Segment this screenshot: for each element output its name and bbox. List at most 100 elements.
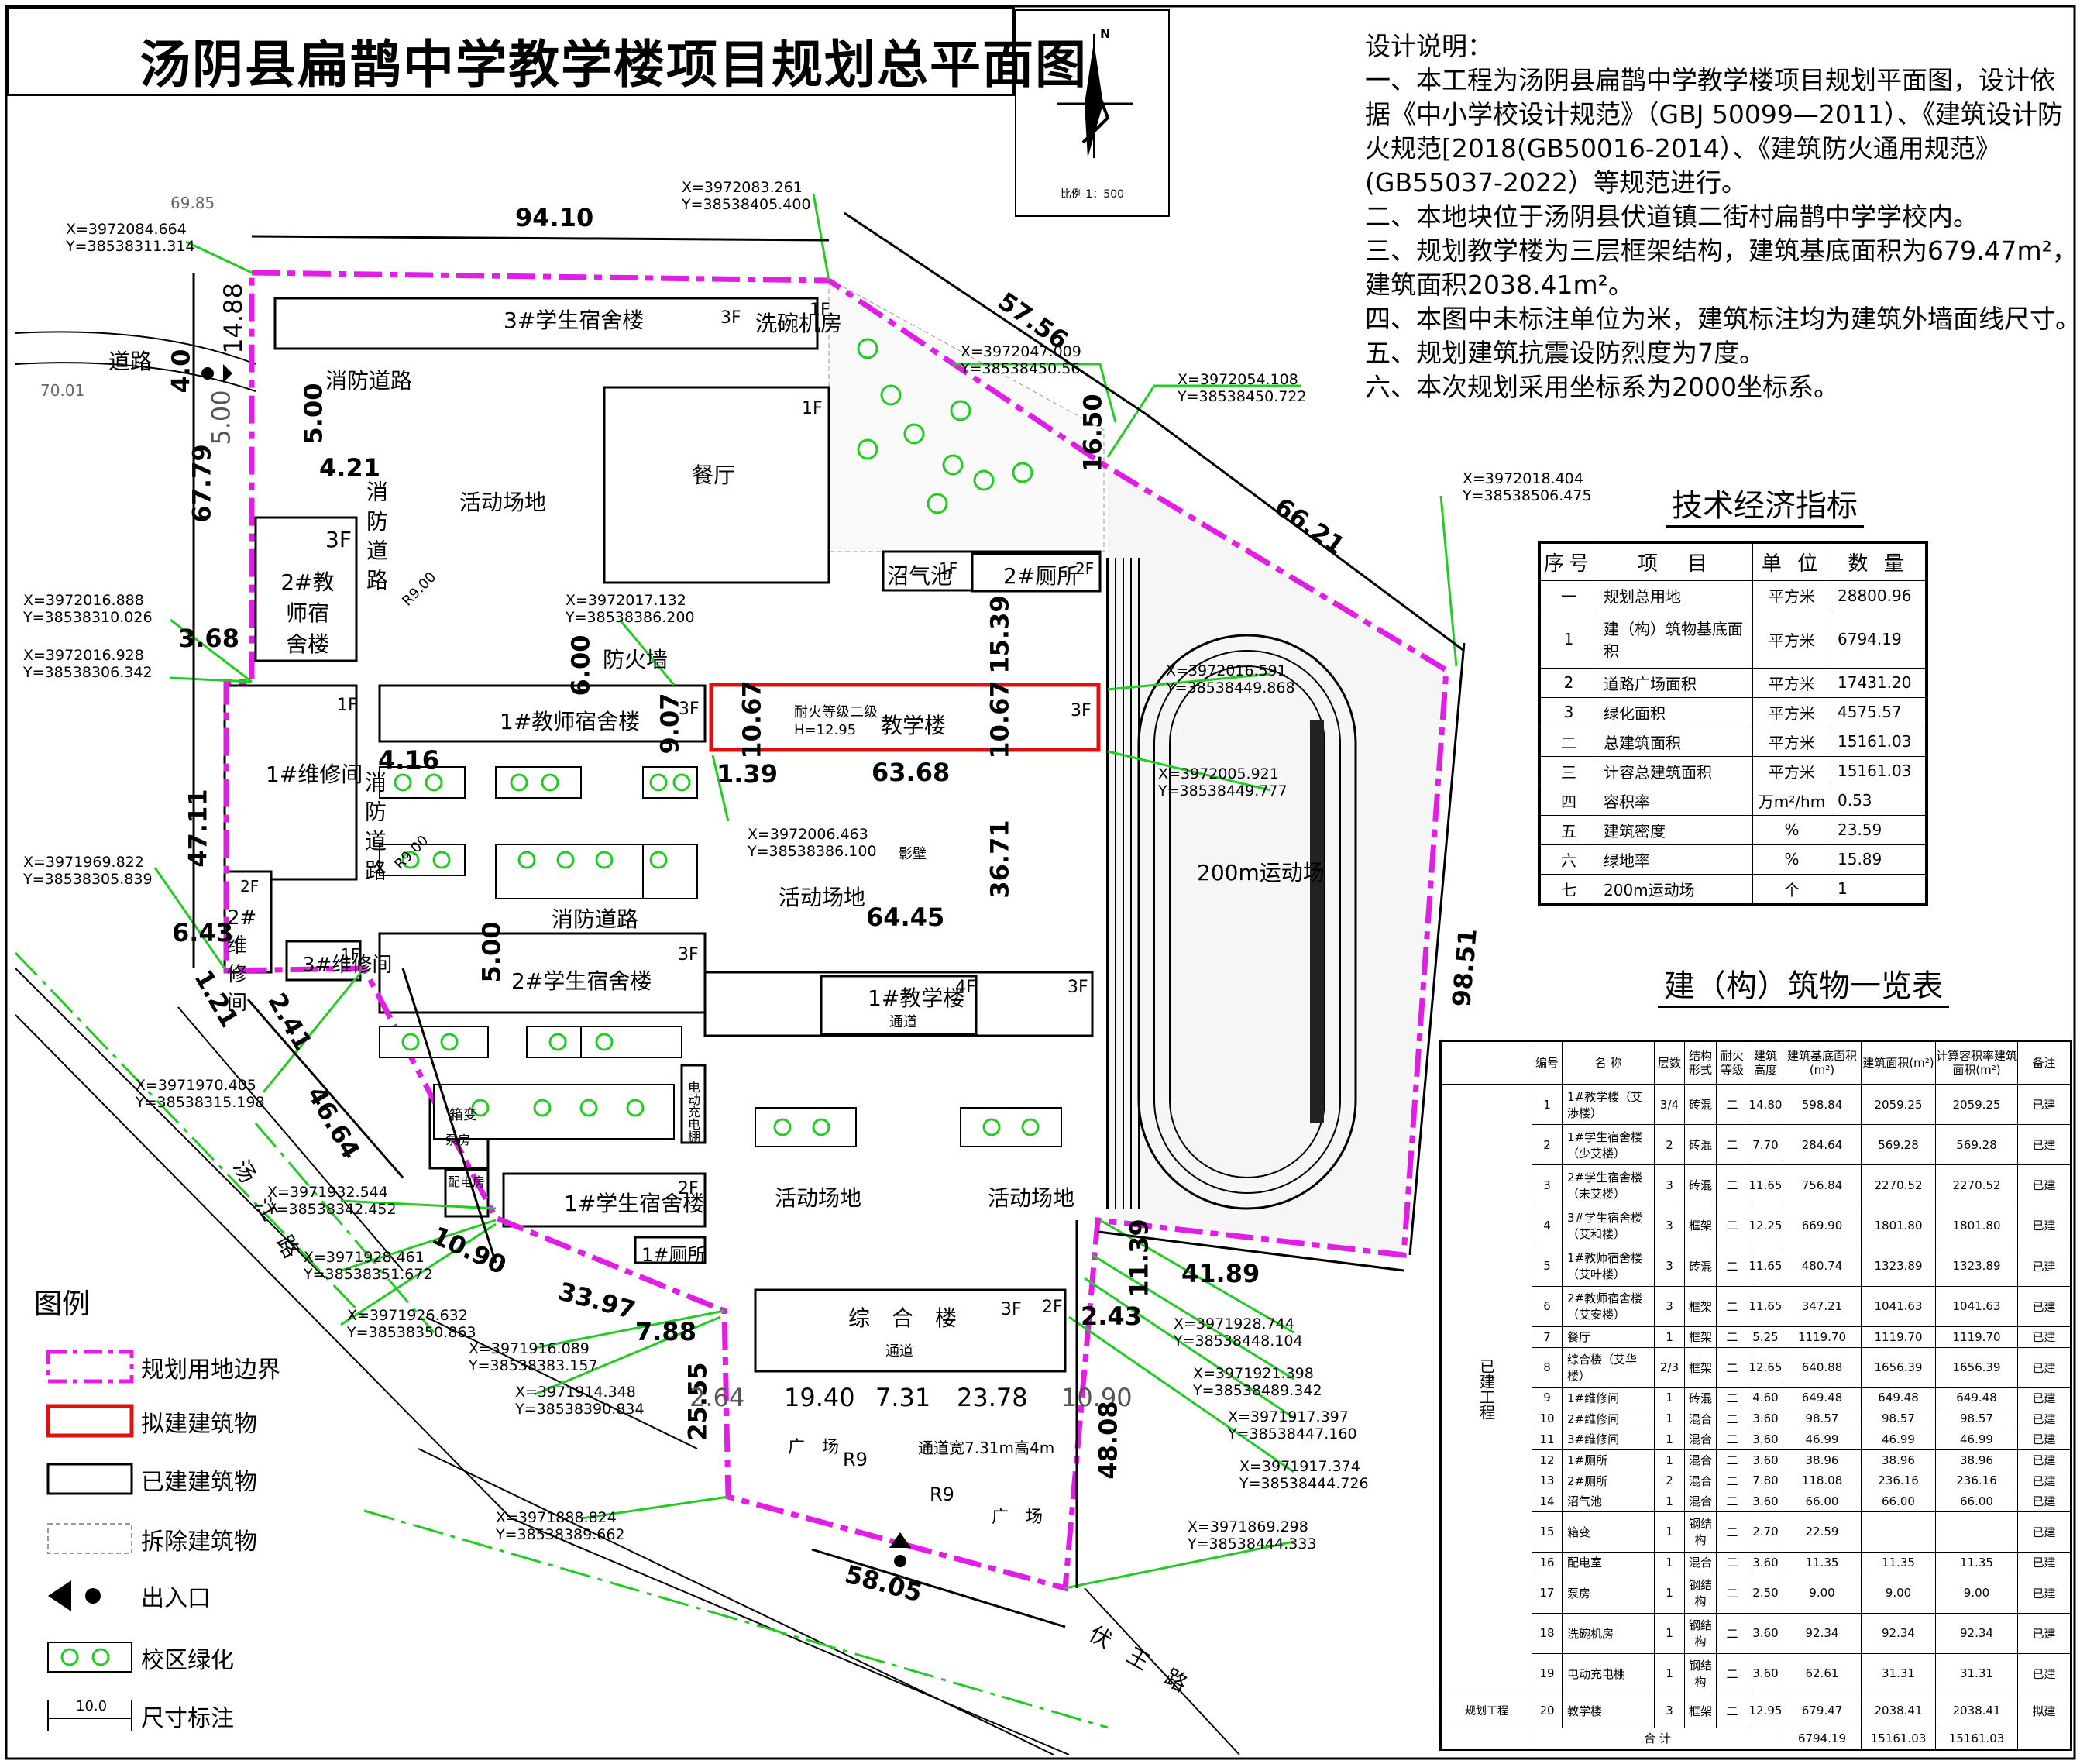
repair2-label: 2#维修间 bbox=[227, 906, 257, 1015]
activity-label-1: 活动场地 bbox=[459, 490, 547, 515]
scale-text: 比例 1：500 bbox=[1060, 188, 1125, 201]
note-line: 四、本图中未标注单位为米，建筑标注均为建筑外墙面线尺寸。 bbox=[1365, 304, 2080, 334]
legend-symbols bbox=[46, 1350, 134, 1731]
note-line: 火规范[2018(GB50016-2014）、《建筑防火通用规范》 bbox=[1365, 133, 2001, 163]
dimension-label: 11.39 bbox=[1124, 1219, 1154, 1298]
note-line: 三、规划教学楼为三层框架结构，建筑基底面积为679.47m²， bbox=[1365, 236, 2078, 266]
building-table: 编号 名 称 层数 结构形式 耐火等级 建筑高度 建筑基底面积(m²) 建筑面积… bbox=[1439, 1040, 2072, 1751]
tech-row: 五建筑密度%23.59 bbox=[1539, 814, 1927, 845]
dimension-label: 16.50 bbox=[1078, 394, 1108, 473]
dorm2-floors: 3F bbox=[678, 945, 699, 965]
dist-label: 配电房 bbox=[448, 1174, 486, 1189]
fire-road-vertical-2: 消防道路 bbox=[362, 771, 387, 889]
r9-label-1: R9 bbox=[843, 1449, 868, 1470]
elev-label-2: 70.01 bbox=[40, 381, 85, 400]
pump-label: 泵房 bbox=[445, 1133, 471, 1147]
fire-road-label-2: 消防道路 bbox=[552, 906, 639, 932]
green-area bbox=[828, 278, 1105, 552]
dimension-label: 4.0 bbox=[166, 349, 196, 394]
complex-floors-2: 2F bbox=[1042, 1298, 1063, 1317]
activity-label-2: 活动场地 bbox=[779, 885, 866, 910]
dining-floors: 1F bbox=[802, 399, 823, 418]
dimension-label: 19.40 bbox=[784, 1383, 855, 1412]
biogas-floors: 1F bbox=[939, 559, 958, 578]
repair2-floors: 2F bbox=[240, 877, 260, 896]
note-line: 建筑面积2038.41m²。 bbox=[1365, 270, 1634, 300]
dining-label: 餐厅 bbox=[692, 462, 736, 488]
box-label: 箱变 bbox=[449, 1107, 477, 1123]
yingbi-label: 影壁 bbox=[899, 846, 927, 862]
note-line: 据《中小学校设计规范》（GBJ 50099—2011）、《建筑设计防 bbox=[1365, 99, 2063, 129]
legend-item-demolish: 拆除建筑物 bbox=[141, 1528, 257, 1556]
elev-label-1: 69.85 bbox=[170, 194, 215, 212]
group-planned: 规划工程 bbox=[1440, 1693, 1532, 1728]
road-centerlines bbox=[14, 951, 1109, 1729]
north-letter: N bbox=[1100, 26, 1111, 41]
dorm2-label: 2#学生宿舍楼 bbox=[511, 968, 652, 994]
note-line: 一、本工程为汤阴县扁鹊中学教学楼项目规划平面图，设计依 bbox=[1365, 65, 2055, 95]
dimension-label: 2.43 bbox=[1081, 1302, 1142, 1331]
dorm3-floors: 3F bbox=[720, 308, 741, 328]
dimension-label: 64.45 bbox=[866, 903, 945, 932]
dishwash-floors: 1F bbox=[810, 301, 830, 320]
legend-dim-sample: 10.0 bbox=[76, 1698, 108, 1714]
dimension-label: 5.00 bbox=[476, 921, 507, 983]
road-lines bbox=[15, 331, 1240, 1755]
design-notes: 设计说明： 一、本工程为汤阴县扁鹊中学教学楼项目规划平面图，设计依 据《中小学校… bbox=[1365, 29, 2080, 404]
dimension-label: 2.64 bbox=[689, 1383, 745, 1412]
road-top-label: 道路 bbox=[108, 349, 153, 374]
new-building-height: H=12.95 bbox=[794, 722, 857, 738]
dimension-label: 6.00 bbox=[566, 634, 596, 696]
repair1-label: 1#维修间 bbox=[266, 762, 363, 787]
note-line: 二、本地块位于汤阴县伏道镇二街村扁鹊中学学校内。 bbox=[1365, 201, 1979, 232]
teacher2-floors: 3F bbox=[325, 527, 352, 552]
complex-floors: 3F bbox=[1001, 1300, 1022, 1319]
dimension-label: 94.10 bbox=[515, 203, 594, 232]
legend-title: 图例 bbox=[34, 1288, 91, 1320]
north-arrow-box: N 比例 1：500 bbox=[1015, 9, 1170, 217]
legend-item-planned: 拟建建筑物 bbox=[141, 1411, 257, 1438]
dimension-label: 41.89 bbox=[1181, 1259, 1260, 1288]
new-building-fire-grade: 耐火等级二级 bbox=[794, 704, 878, 720]
group-existing: 已建工程 bbox=[1440, 1084, 1532, 1694]
dorm1-floors: 2F bbox=[678, 1179, 699, 1198]
dishwash-label: 洗碗机房 bbox=[755, 311, 843, 336]
tech-row: 六绿地率%15.89 bbox=[1539, 844, 1927, 875]
note-line: (GB55037-2022）等规范进行。 bbox=[1365, 167, 1747, 198]
teach1-pass: 通道 bbox=[889, 1014, 917, 1030]
coord-leaders bbox=[153, 193, 1458, 1590]
teacher1-label: 1#教师宿舍楼 bbox=[500, 709, 641, 734]
dimension-label: 3.68 bbox=[178, 624, 239, 653]
ev-label: 电动充电棚 bbox=[686, 1081, 700, 1143]
